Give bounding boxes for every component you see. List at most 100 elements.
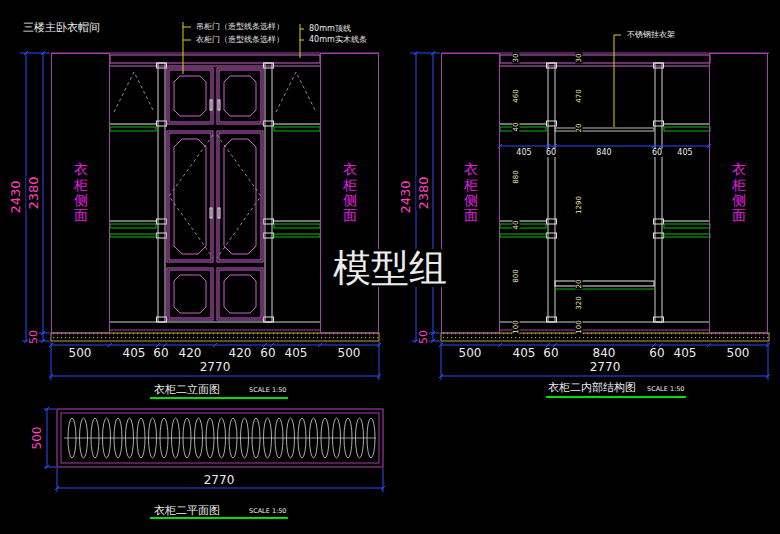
dimension-ticks — [44, 407, 56, 469]
dimension-ticks — [20, 51, 50, 343]
dimension: 420 — [178, 347, 203, 359]
vertical-dimensions — [20, 51, 50, 343]
dimension: 20 — [576, 123, 583, 134]
dimension: 500 — [68, 347, 93, 359]
dimension: 100 — [513, 319, 520, 334]
hanger — [344, 418, 352, 458]
dimension: 60 — [542, 347, 559, 359]
hanger — [80, 418, 88, 458]
hanging-rod — [555, 128, 654, 131]
dimension: 405 — [676, 149, 693, 157]
plan-inner — [61, 413, 379, 463]
dimension-ticks — [498, 144, 711, 148]
door-panel — [174, 76, 206, 116]
dimension: 405 — [512, 347, 537, 359]
leader-lines — [183, 22, 621, 127]
dimension: 2430 — [9, 179, 22, 214]
dimension: 60 — [648, 347, 665, 359]
hanger — [356, 418, 364, 458]
door-panel — [174, 275, 206, 313]
hanger — [126, 418, 134, 458]
dimension: 60 — [259, 347, 276, 359]
door-handle — [210, 100, 212, 110]
dimension-lines — [20, 51, 770, 492]
door-inner — [169, 70, 211, 122]
dimension: 2380 — [27, 175, 40, 210]
hanger — [195, 418, 203, 458]
callout-note: 吊柜门（造型线条选样） — [195, 23, 285, 31]
door-inner — [219, 133, 261, 260]
hanger — [252, 418, 260, 458]
hanger — [91, 418, 99, 458]
callout-note: 80mm顶线 — [308, 25, 352, 33]
panel-label: 衣柜侧面 — [464, 162, 478, 224]
dimension: 800 — [513, 268, 520, 283]
panel-label: 衣柜侧面 — [74, 162, 88, 224]
opening-line — [114, 72, 154, 112]
callout-note: 40mm实木线条 — [308, 36, 368, 44]
hanger — [241, 418, 249, 458]
shelf-line — [555, 289, 654, 290]
dimension-line — [500, 146, 709, 147]
opening-lines — [114, 72, 316, 258]
dimension-line — [441, 376, 768, 377]
dimension: 1290 — [576, 195, 583, 215]
dimension: 30 — [513, 53, 520, 64]
dimension-ticks — [55, 468, 385, 492]
dimension: 500 — [31, 426, 43, 451]
hanger — [137, 418, 145, 458]
dimension-ticks — [49, 342, 381, 380]
dimension: 60 — [152, 347, 169, 359]
dimension: 2380 — [417, 175, 430, 210]
hanger — [149, 418, 157, 458]
cabinet-side-panel: 衣柜侧面 — [441, 53, 500, 333]
view-caption: 衣柜二内部结构图 — [547, 382, 637, 393]
dimension-line — [51, 376, 379, 377]
view-caption: 衣柜二平面图 — [153, 505, 221, 516]
hanger — [103, 418, 111, 458]
dimension: 840 — [595, 149, 612, 157]
panel-label: 衣柜侧面 — [343, 162, 357, 224]
dimension-line — [433, 53, 434, 341]
hanger — [68, 418, 76, 458]
dimension: 60 — [545, 149, 557, 157]
hanger — [229, 418, 237, 458]
scale-note: SCALE 1:50 — [248, 508, 288, 515]
caption-underline — [546, 396, 686, 398]
dimension-line — [43, 53, 44, 341]
hanger — [114, 418, 122, 458]
dimension: 405 — [122, 347, 147, 359]
shelf — [555, 281, 654, 286]
dimension: 320 — [576, 295, 583, 310]
dimension: 500 — [458, 347, 483, 359]
dimension: 2430 — [399, 179, 412, 214]
door-inner — [169, 133, 211, 260]
hanger — [172, 418, 180, 458]
dimension: 2770 — [589, 361, 622, 373]
dimension: 40 — [513, 122, 520, 133]
hanger — [218, 418, 226, 458]
dimension: 405 — [673, 347, 698, 359]
door — [217, 131, 263, 262]
right-elevation-frame — [441, 53, 769, 341]
hanger — [264, 418, 272, 458]
hanger — [183, 418, 191, 458]
plan-view — [57, 409, 383, 467]
door-panel — [224, 139, 256, 254]
drawing-title: 三楼主卧衣帽间 — [22, 22, 101, 33]
dimension-ticks — [439, 342, 770, 380]
caption-underline — [150, 517, 288, 519]
door-handle — [218, 208, 220, 218]
opening-line — [276, 72, 316, 112]
hanger — [321, 418, 329, 458]
dimension-ticks — [49, 343, 381, 347]
door-panel — [224, 76, 256, 116]
cabinet-side-panel: 衣柜侧面 — [51, 53, 110, 333]
dimension: 420 — [228, 347, 253, 359]
dimension: 100 — [576, 319, 583, 334]
cabinet-side-panel: 衣柜侧面 — [320, 53, 379, 333]
door-handle — [218, 100, 220, 110]
opening-line — [217, 135, 261, 258]
dimension-line — [441, 345, 768, 346]
